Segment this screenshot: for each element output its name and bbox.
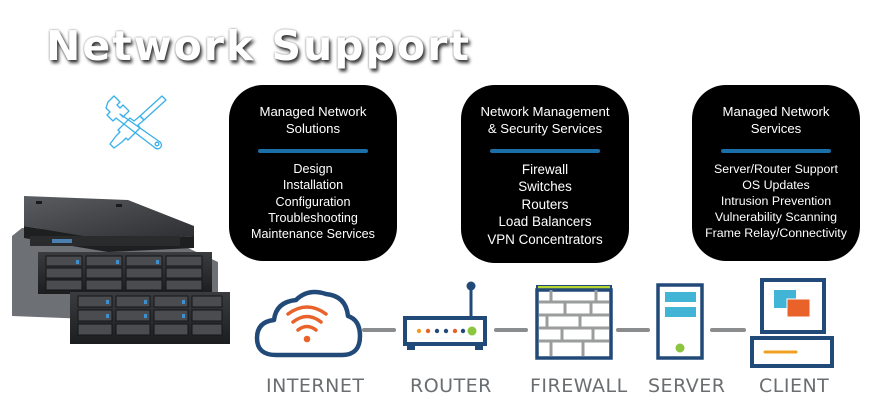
card-divider	[720, 149, 832, 153]
wrench-screwdriver-icon	[105, 95, 167, 150]
card-item: Installation	[282, 178, 344, 193]
card-item: Maintenance Services	[251, 227, 375, 242]
network-management-security-card: Network Management & Security Services F…	[461, 85, 629, 263]
card-item: OS Updates	[742, 178, 810, 192]
card-item: Design	[293, 162, 333, 176]
card-heading-line: Solutions	[285, 121, 341, 136]
card-item: VPN Concentrators	[487, 231, 603, 247]
cloud-wifi-icon	[254, 289, 363, 358]
card-heading-line: Managed Network	[722, 104, 830, 119]
client-computer-icon	[750, 278, 834, 368]
card-item: Troubleshooting	[268, 210, 358, 225]
card-item: Vulnerability Scanning	[714, 210, 838, 224]
card-divider	[489, 149, 601, 153]
node-label-client: CLIENT	[759, 375, 830, 397]
router-icon	[403, 281, 487, 350]
node-label-internet: INTERNET	[266, 375, 365, 397]
node-label-firewall: FIREWALL	[530, 375, 628, 397]
card-item: Load Balancers	[498, 214, 592, 230]
node-label-server: SERVER	[648, 375, 726, 397]
card-item: Frame Relay/Connectivity	[705, 226, 847, 240]
managed-network-services-card: Managed Network Services Server/Router S…	[692, 85, 860, 261]
card-heading-line: & Security Services	[487, 121, 603, 136]
card-item: Routers	[521, 196, 569, 212]
node-label-router: ROUTER	[410, 375, 492, 397]
server-icon	[656, 283, 704, 360]
card-item: Firewall	[521, 162, 569, 177]
card-item: Server/Router Support	[714, 162, 838, 176]
card-heading-line: Services	[750, 121, 802, 136]
managed-network-solutions-card: Managed Network Solutions Design Install…	[229, 85, 397, 261]
card-item: Configuration	[275, 194, 351, 209]
network-diagram	[254, 278, 834, 368]
card-divider	[257, 149, 369, 153]
server-rack-image	[12, 196, 230, 344]
card-item: Switches	[518, 179, 572, 195]
card-item: Intrusion Prevention	[720, 194, 832, 208]
card-heading-line: Managed Network	[259, 104, 367, 119]
card-heading-line: Network Management	[480, 104, 610, 119]
page-title: Network Support	[46, 22, 471, 70]
firewall-icon	[535, 285, 613, 360]
